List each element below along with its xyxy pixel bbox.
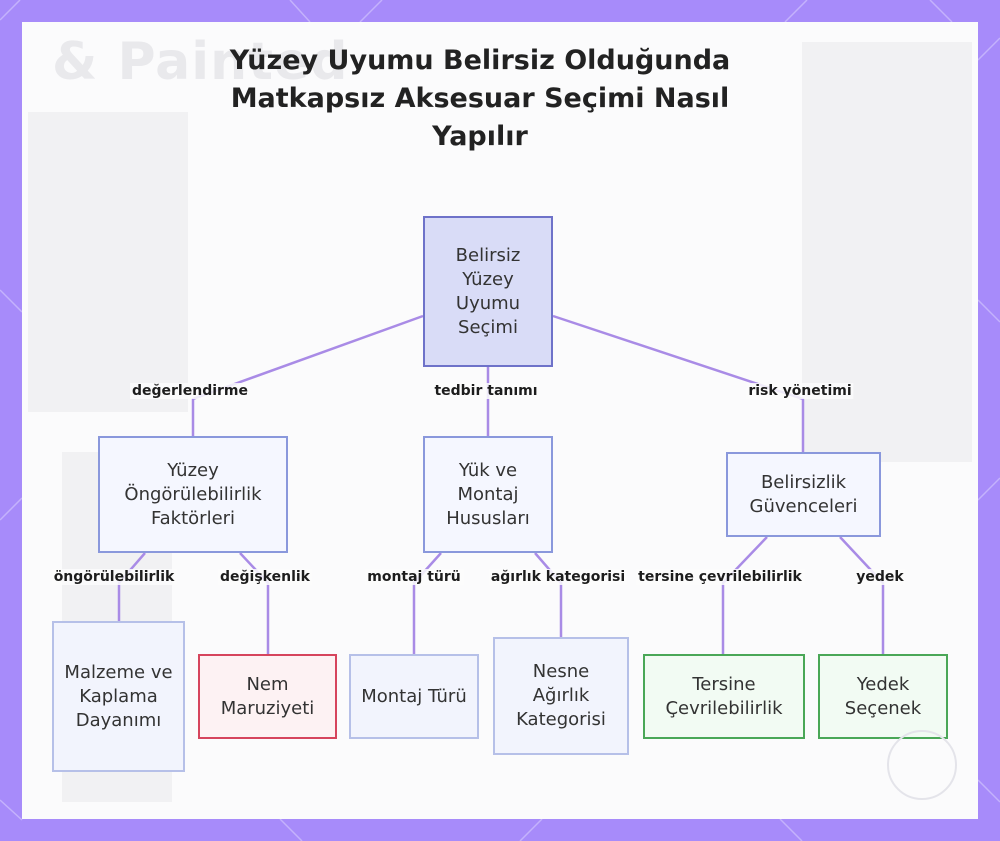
edge-label-measures: tedbir tanımı — [432, 383, 539, 399]
edge-assurance-backup — [840, 537, 883, 654]
node-label: Montaj Türü — [361, 685, 467, 709]
node-load-mounting: Yük ve Montaj Hususları — [423, 436, 553, 553]
edge-assurance-reverse — [723, 537, 767, 654]
node-label: Nem Maruziyeti — [208, 673, 327, 721]
edge-factors-material — [119, 553, 145, 621]
node-moisture-exposure: Nem Maruziyeti — [198, 654, 337, 739]
watermark-logo-icon — [887, 730, 957, 800]
node-surface-predictability-factors: Yüzey Öngörülebilirlik Faktörleri — [98, 436, 288, 553]
edge-label-backup: yedek — [854, 569, 905, 585]
node-label: Yük ve Montaj Hususları — [433, 459, 543, 531]
edge-label-variability: değişkenlik — [218, 569, 312, 585]
edge-label-reverse: tersine çevrilebilirlik — [636, 569, 804, 585]
node-reversibility: Tersine Çevrilebilirlik — [643, 654, 805, 739]
node-material-coating: Malzeme ve Kaplama Dayanımı — [52, 621, 185, 772]
node-label: Nesne Ağırlık Kategorisi — [503, 660, 619, 732]
node-label: Belirsizlik Güvenceleri — [736, 471, 871, 519]
node-label: Yüzey Öngörülebilirlik Faktörleri — [108, 459, 278, 531]
node-label: Yedek Seçenek — [828, 673, 938, 721]
node-label: Tersine Çevrilebilirlik — [653, 673, 795, 721]
edge-label-mount: montaj türü — [365, 569, 463, 585]
node-backup-option: Yedek Seçenek — [818, 654, 948, 739]
node-object-weight-category: Nesne Ağırlık Kategorisi — [493, 637, 629, 755]
node-root-label: Belirsiz Yüzey Uyumu Seçimi — [433, 244, 543, 340]
edge-load-weight — [535, 553, 561, 637]
edge-label-risk: risk yönetimi — [746, 383, 853, 399]
edge-label-assessment: değerlendirme — [130, 383, 250, 399]
node-mount-type: Montaj Türü — [349, 654, 479, 739]
node-uncertainty-assurances: Belirsizlik Güvenceleri — [726, 452, 881, 537]
edge-label-predictability: öngörülebilirlik — [52, 569, 177, 585]
edge-root-factors — [193, 316, 423, 436]
node-label: Malzeme ve Kaplama Dayanımı — [62, 661, 175, 733]
node-root: Belirsiz Yüzey Uyumu Seçimi — [423, 216, 553, 367]
diagram-title: Yüzey Uyumu Belirsiz Olduğunda Matkapsız… — [200, 42, 760, 156]
edge-label-weight: ağırlık kategorisi — [489, 569, 627, 585]
